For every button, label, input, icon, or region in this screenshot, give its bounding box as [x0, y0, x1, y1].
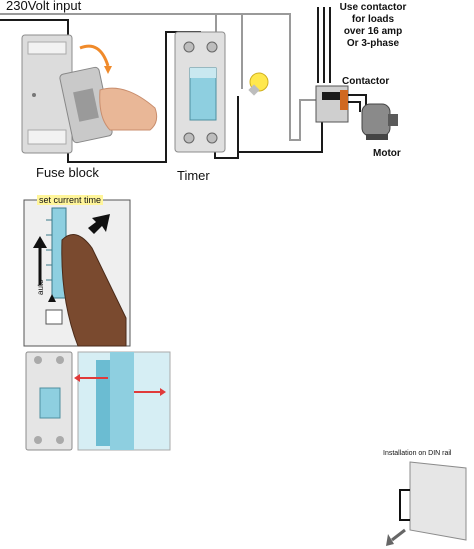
contactor-note-line: Use contactor	[339, 2, 407, 13]
din-rail-device	[386, 461, 467, 546]
slider-closeup	[74, 351, 171, 451]
contactor-note-line: Or 3-phase	[346, 38, 400, 49]
light-bulb-icon	[248, 72, 269, 96]
finger-illustration	[99, 87, 158, 131]
fuse-block-device	[21, 34, 113, 154]
title-label: 230Volt input	[6, 0, 82, 13]
contactor-note-line: over 16 amp	[343, 26, 403, 37]
contactor-device	[315, 85, 349, 123]
set-time-label: set current time	[37, 195, 104, 205]
timer-device	[174, 31, 226, 153]
output-wire-2	[237, 117, 323, 153]
live-wire	[0, 19, 69, 39]
arrow-icon	[79, 44, 110, 67]
motor-label: Motor	[373, 148, 401, 159]
wires	[0, 7, 331, 163]
auto-label: auto	[36, 279, 45, 295]
motor-device	[361, 103, 398, 140]
timer-label: Timer	[177, 168, 210, 183]
contactor-note: Use contactor for loads over 16 amp Or 3…	[318, 2, 428, 50]
contactor-note-line: for loads	[351, 14, 395, 25]
set-time-illustration	[23, 199, 131, 347]
neutral-wire	[0, 13, 291, 141]
fuse-block-label: Fuse block	[36, 165, 99, 180]
din-rail-label: Installation on DIN rail	[383, 450, 452, 457]
grey-return	[289, 99, 316, 141]
output-wire	[214, 96, 239, 159]
contactor-label: Contactor	[342, 76, 390, 87]
small-timer-device	[25, 351, 73, 451]
